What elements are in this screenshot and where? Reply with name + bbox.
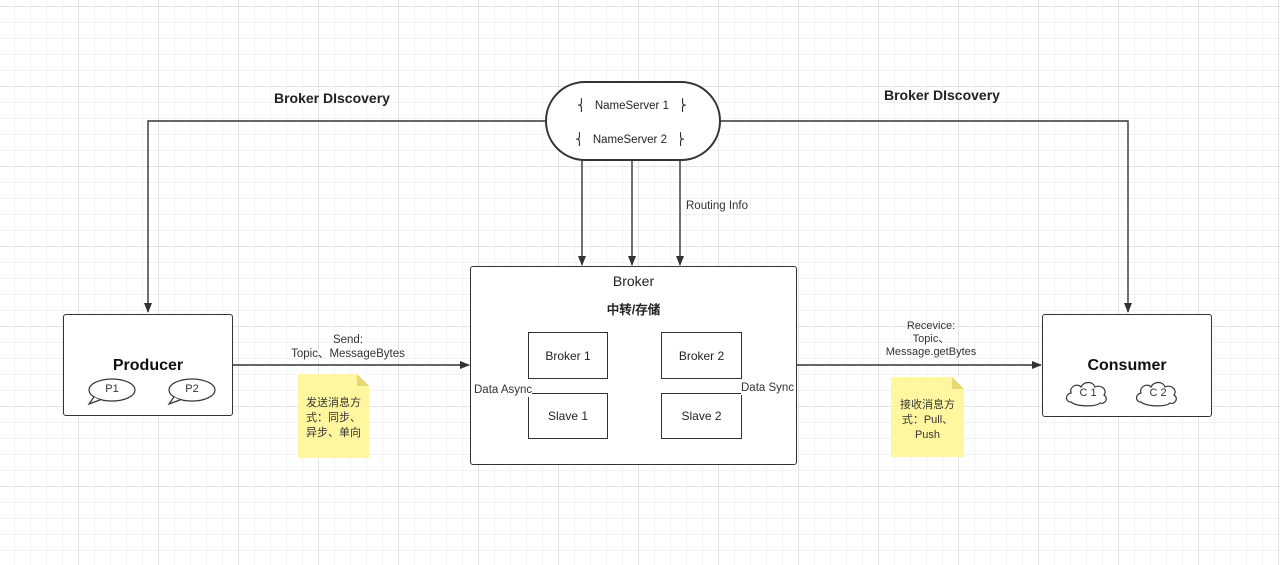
- brace-left-icon: ⎨: [577, 100, 586, 112]
- nameserver-2-label: NameServer 2: [592, 134, 667, 146]
- p1-speech-bubble-icon: [87, 378, 136, 406]
- brace-left-icon: ⎨: [575, 134, 584, 146]
- recv-note-line-1: 接收消息方: [900, 399, 955, 411]
- broker-1-box: Broker 1: [528, 332, 608, 379]
- broker-1-label: Broker 1: [545, 348, 591, 363]
- recv-note-line-2: 式：Pull、: [901, 414, 954, 426]
- send-label-line-2: Topic、MessageBytes: [291, 348, 405, 360]
- nameserver-cluster: ⎨ NameServer 1 ⎬ ⎨ NameServer 2 ⎬: [545, 81, 721, 161]
- slave-2-box: Slave 2: [661, 393, 742, 439]
- producer-node: Producer P1 P2: [63, 314, 233, 416]
- p2-speech-bubble-icon: [167, 378, 216, 406]
- producer-title: Producer: [112, 357, 184, 374]
- slave-1-box: Slave 1: [528, 393, 608, 439]
- nameserver-1-label: NameServer 1: [594, 100, 669, 112]
- broker-2-label: Broker 2: [678, 348, 725, 363]
- broker-title: Broker: [612, 273, 655, 289]
- send-note-line-1: 发送消息方: [306, 397, 361, 409]
- send-note-line-3: 异步、单向: [306, 427, 361, 439]
- data-async-label: Data Async: [474, 383, 533, 397]
- c1-cloud-icon: [1065, 381, 1107, 407]
- send-label-line-1: Send:: [332, 334, 364, 346]
- broker-subtitle: 中转/存储: [606, 303, 661, 317]
- receive-label-line-3: Message.getBytes: [885, 346, 977, 358]
- discovery-left-label: Broker DIscovery: [274, 90, 390, 106]
- consumer-node: Consumer C 1 C 2: [1042, 314, 1212, 417]
- nameserver-2-row: ⎨ NameServer 2 ⎬: [575, 132, 685, 146]
- c2-cloud-icon: [1135, 381, 1177, 407]
- discovery-right-connector: [720, 120, 1132, 313]
- c1-label: C 1: [1079, 387, 1097, 399]
- send-note-line-2: 式：同步、: [306, 412, 361, 424]
- note-fold-icon: [952, 377, 964, 389]
- discovery-right-label: Broker DIscovery: [884, 87, 1000, 103]
- consumer-title: Consumer: [1087, 357, 1167, 374]
- receive-label-line-2: Topic、: [912, 333, 950, 345]
- receive-label: Recevice: Topic、 Message.getBytes: [870, 320, 992, 359]
- send-mode-note: 发送消息方 式：同步、 异步、单向: [298, 374, 369, 458]
- c2-label: C 2: [1149, 387, 1167, 399]
- note-fold-icon: [357, 374, 369, 386]
- slave-1-label: Slave 1: [547, 409, 589, 423]
- data-sync-label: Data Sync: [741, 381, 795, 395]
- p2-label: P2: [185, 383, 199, 395]
- slave-2-label: Slave 2: [681, 409, 722, 423]
- discovery-left-connector: [144, 120, 546, 313]
- receive-mode-note: 接收消息方 式：Pull、 Push: [891, 377, 964, 457]
- broker-node: Broker 中转/存储: [470, 266, 797, 465]
- nameserver-1-row: ⎨ NameServer 1 ⎬: [577, 98, 687, 112]
- receive-label-line-1: Recevice:: [906, 320, 956, 332]
- broker-2-box: Broker 2: [661, 332, 742, 379]
- recv-note-line-3: Push: [914, 429, 941, 441]
- p1-label: P1: [105, 383, 119, 395]
- brace-right-icon: ⎬: [678, 100, 687, 112]
- send-label: Send: Topic、MessageBytes: [280, 333, 416, 361]
- brace-right-icon: ⎬: [676, 134, 685, 146]
- routing-info-label: Routing Info: [686, 200, 749, 212]
